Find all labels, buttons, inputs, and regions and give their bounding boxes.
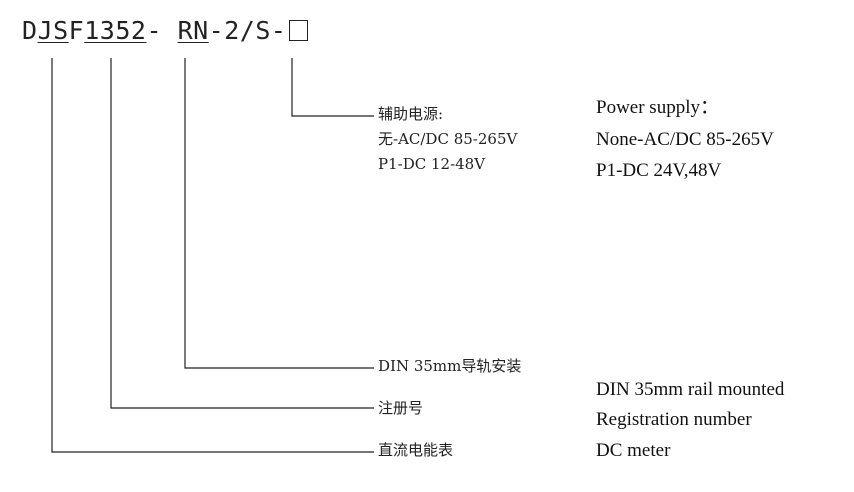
model-seg-tail: -2/S- <box>208 16 287 45</box>
power-en-line-2: None-AC/DC 85-265V <box>596 129 774 150</box>
power-en-line-3: P1-DC 24V,48V <box>596 160 722 181</box>
leader-dc-meter <box>51 58 374 453</box>
leader-rail-mount <box>184 58 374 369</box>
power-cn-line-2: 无-AC/DC 85-265V <box>378 130 518 148</box>
power-cn-line-1: 辅助电源: <box>378 105 444 123</box>
leader-power-supply <box>291 58 374 117</box>
registration-en-label: Registration number <box>596 409 752 430</box>
model-seg-d: D <box>22 16 38 45</box>
option-placeholder-box <box>289 20 309 41</box>
meter-en-label: DC meter <box>596 440 671 461</box>
registration-cn-label: 注册号 <box>378 399 424 417</box>
model-seg-js: JS <box>37 16 69 45</box>
power-en-line-1: Power supply： <box>596 97 719 118</box>
model-code: DJSF1352- RN-2/S- <box>22 16 309 45</box>
power-cn-line-3: P1-DC 12-48V <box>378 155 486 173</box>
leader-registration <box>110 58 374 409</box>
model-seg-1352: 1352 <box>84 16 147 45</box>
model-seg-rn: RN <box>177 16 209 45</box>
rail-en-label: DIN 35mm rail mounted <box>596 379 785 400</box>
meter-cn-label: 直流电能表 <box>378 441 454 459</box>
rail-cn-label: DIN 35mm导轨安装 <box>378 357 522 375</box>
model-seg-f: F <box>68 16 85 45</box>
model-seg-dash: - <box>146 16 178 45</box>
